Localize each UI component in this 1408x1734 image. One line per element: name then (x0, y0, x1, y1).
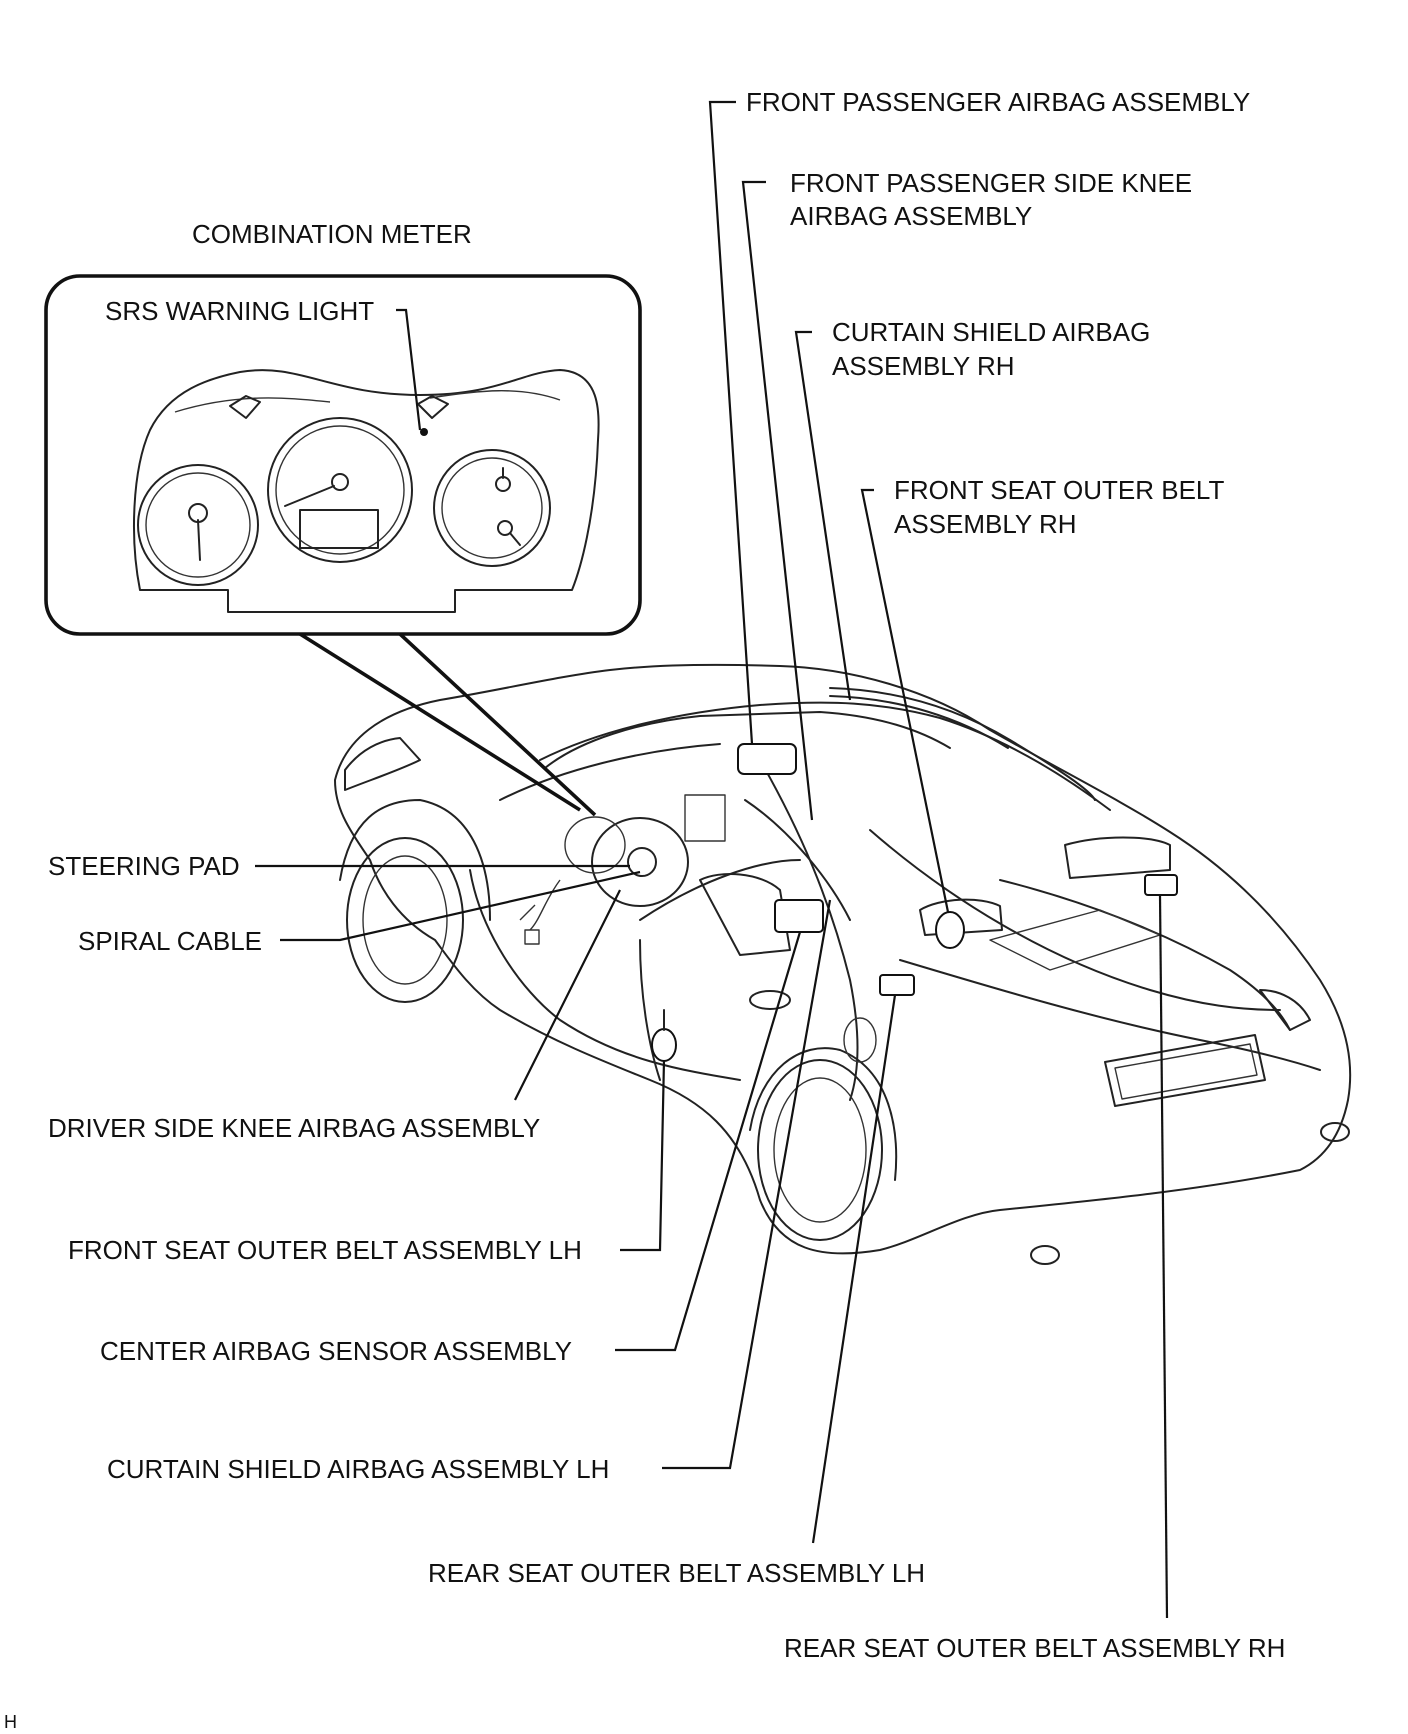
corner-mark: H (4, 1712, 17, 1732)
label-front-seat-belt-rh-1: FRONT SEAT OUTER BELT (894, 475, 1224, 505)
label-front-passenger-knee-2: AIRBAG ASSEMBLY (790, 201, 1032, 231)
car-rear-deck (999, 879, 1291, 1031)
label-center-airbag-sensor: CENTER AIRBAG SENSOR ASSEMBLY (100, 1336, 572, 1366)
curtain-shield-airbag-rh-component (829, 687, 1096, 801)
front-seat-outer-belt-lh-component (651, 1028, 677, 1062)
front-seat-outer-belt-rh-component (935, 911, 965, 949)
label-front-passenger-knee-1: FRONT PASSENGER SIDE KNEE (790, 168, 1192, 198)
front-wheel (346, 837, 464, 1003)
meter-inset-frame (44, 274, 642, 636)
turn-right-indicator-icon (417, 395, 449, 419)
label-front-passenger-airbag: FRONT PASSENGER AIRBAG ASSEMBLY (746, 87, 1250, 117)
vehicle-illustration (334, 663, 1352, 1265)
car-body-outline (334, 663, 1352, 1255)
label-srs-warning-light: SRS WARNING LIGHT (105, 296, 374, 326)
label-curtain-rh-2: ASSEMBLY RH (832, 351, 1015, 381)
car-roof (539, 701, 1111, 811)
left-gauge (137, 464, 259, 586)
label-driver-knee-airbag: DRIVER SIDE KNEE AIRBAG ASSEMBLY (48, 1113, 540, 1143)
callout-labels: COMBINATION METER SRS WARNING LIGHT FRON… (4, 87, 1285, 1732)
rear-seat-outer-belt-rh-component (1144, 874, 1178, 896)
label-steering-pad: STEERING PAD (48, 851, 240, 881)
meter-lcd-display (299, 509, 379, 549)
right-gauge (433, 449, 551, 567)
car-windshield (544, 711, 951, 769)
front-passenger-airbag-component (737, 743, 797, 775)
turn-left-indicator-icon (229, 395, 261, 419)
label-combination-meter: COMBINATION METER (192, 219, 472, 249)
steering-wheel (591, 817, 689, 907)
label-front-seat-belt-rh-2: ASSEMBLY RH (894, 509, 1077, 539)
center-airbag-sensor-component (774, 899, 824, 933)
rear-seat-outer-belt-lh-component (879, 974, 915, 996)
rear-wheel (757, 1059, 883, 1241)
meter-housing (133, 369, 600, 613)
label-rear-seat-belt-rh: REAR SEAT OUTER BELT ASSEMBLY RH (784, 1633, 1285, 1663)
speedometer-gauge (267, 417, 413, 563)
car-license-plate (1104, 1034, 1266, 1107)
door-handle (749, 990, 791, 1010)
curtain-shield-airbag-lh-component (744, 799, 851, 921)
leader-lines (255, 100, 1169, 1619)
driver-knee-airbag-component (519, 879, 561, 931)
combination-meter-inset (44, 274, 642, 636)
label-curtain-lh: CURTAIN SHIELD AIRBAG ASSEMBLY LH (107, 1454, 609, 1484)
label-front-seat-belt-lh: FRONT SEAT OUTER BELT ASSEMBLY LH (68, 1235, 582, 1265)
steering-pad-component (627, 847, 657, 877)
label-rear-seat-belt-lh: REAR SEAT OUTER BELT ASSEMBLY LH (428, 1558, 925, 1588)
srs-warning-light-icon (420, 428, 428, 436)
label-curtain-rh-1: CURTAIN SHIELD AIRBAG (832, 317, 1150, 347)
label-spiral-cable: SPIRAL CABLE (78, 926, 262, 956)
